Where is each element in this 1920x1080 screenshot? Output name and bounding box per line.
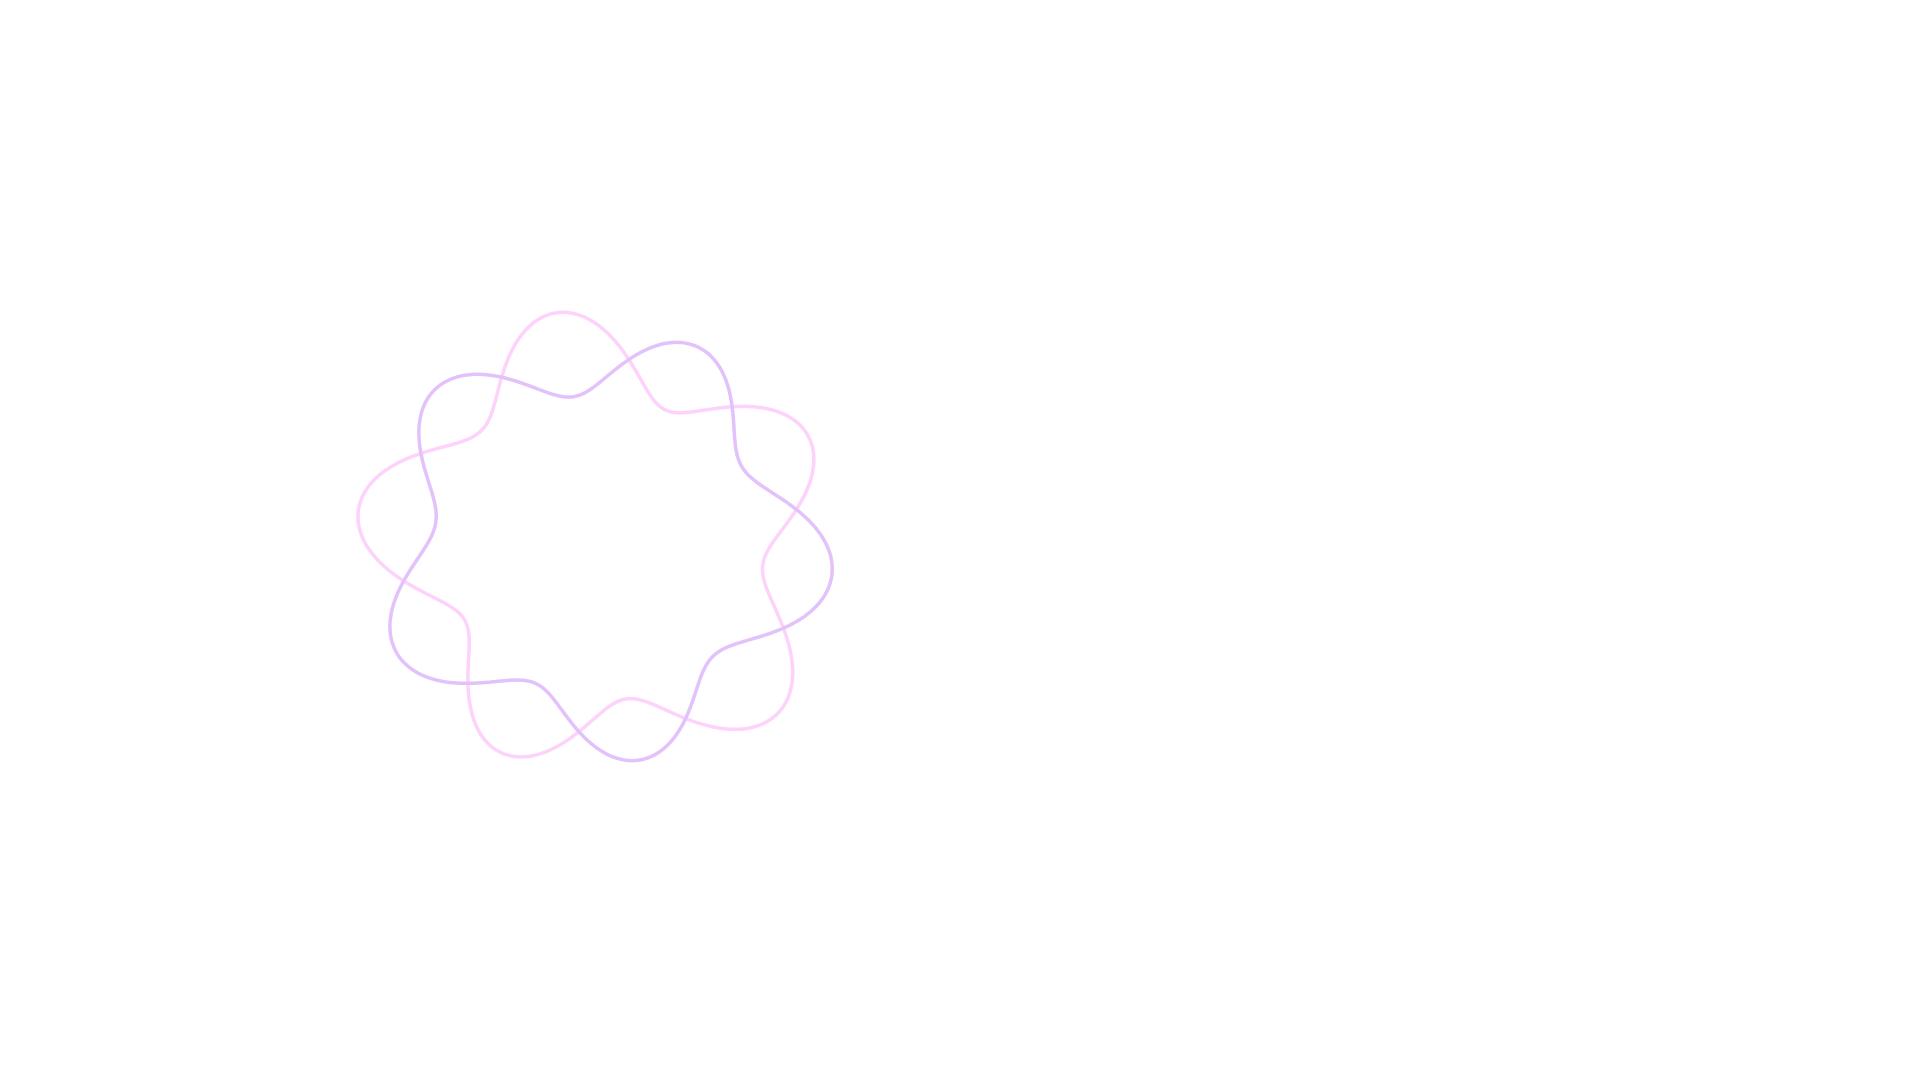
loader-ring-secondary (356, 310, 816, 759)
loader-ring-primary (388, 340, 834, 763)
